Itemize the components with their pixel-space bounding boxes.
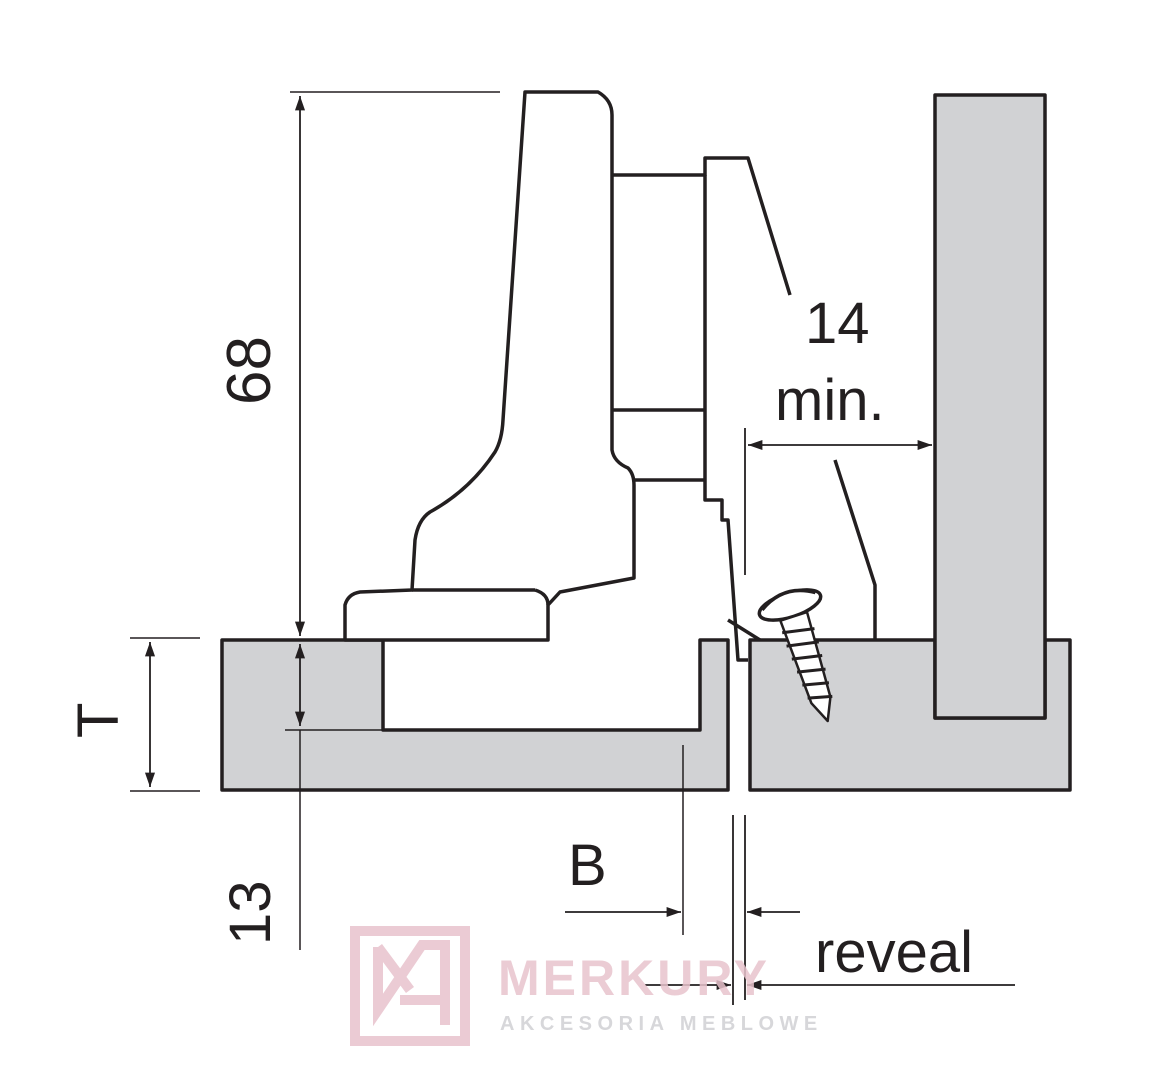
label-thickness: T: [66, 703, 131, 738]
watermark-logo: [350, 926, 470, 1046]
watermark-brand: MERKURY: [498, 950, 770, 1006]
label-distance-b: B: [568, 833, 607, 898]
screw: [757, 588, 833, 723]
carcass-side-panel: [933, 93, 1047, 720]
label-reveal: reveal: [815, 920, 973, 985]
hinge-arm: [343, 90, 636, 642]
label-min-gap-value: 14: [805, 291, 870, 356]
label-cup-depth: 13: [218, 880, 283, 945]
label-height: 68: [215, 336, 284, 405]
label-min-gap-unit: min.: [775, 368, 885, 433]
door-panel: [220, 638, 730, 792]
watermark-tagline: AKCESORIA MEBLOWE: [500, 1013, 823, 1035]
mounting-plate: [612, 156, 792, 296]
